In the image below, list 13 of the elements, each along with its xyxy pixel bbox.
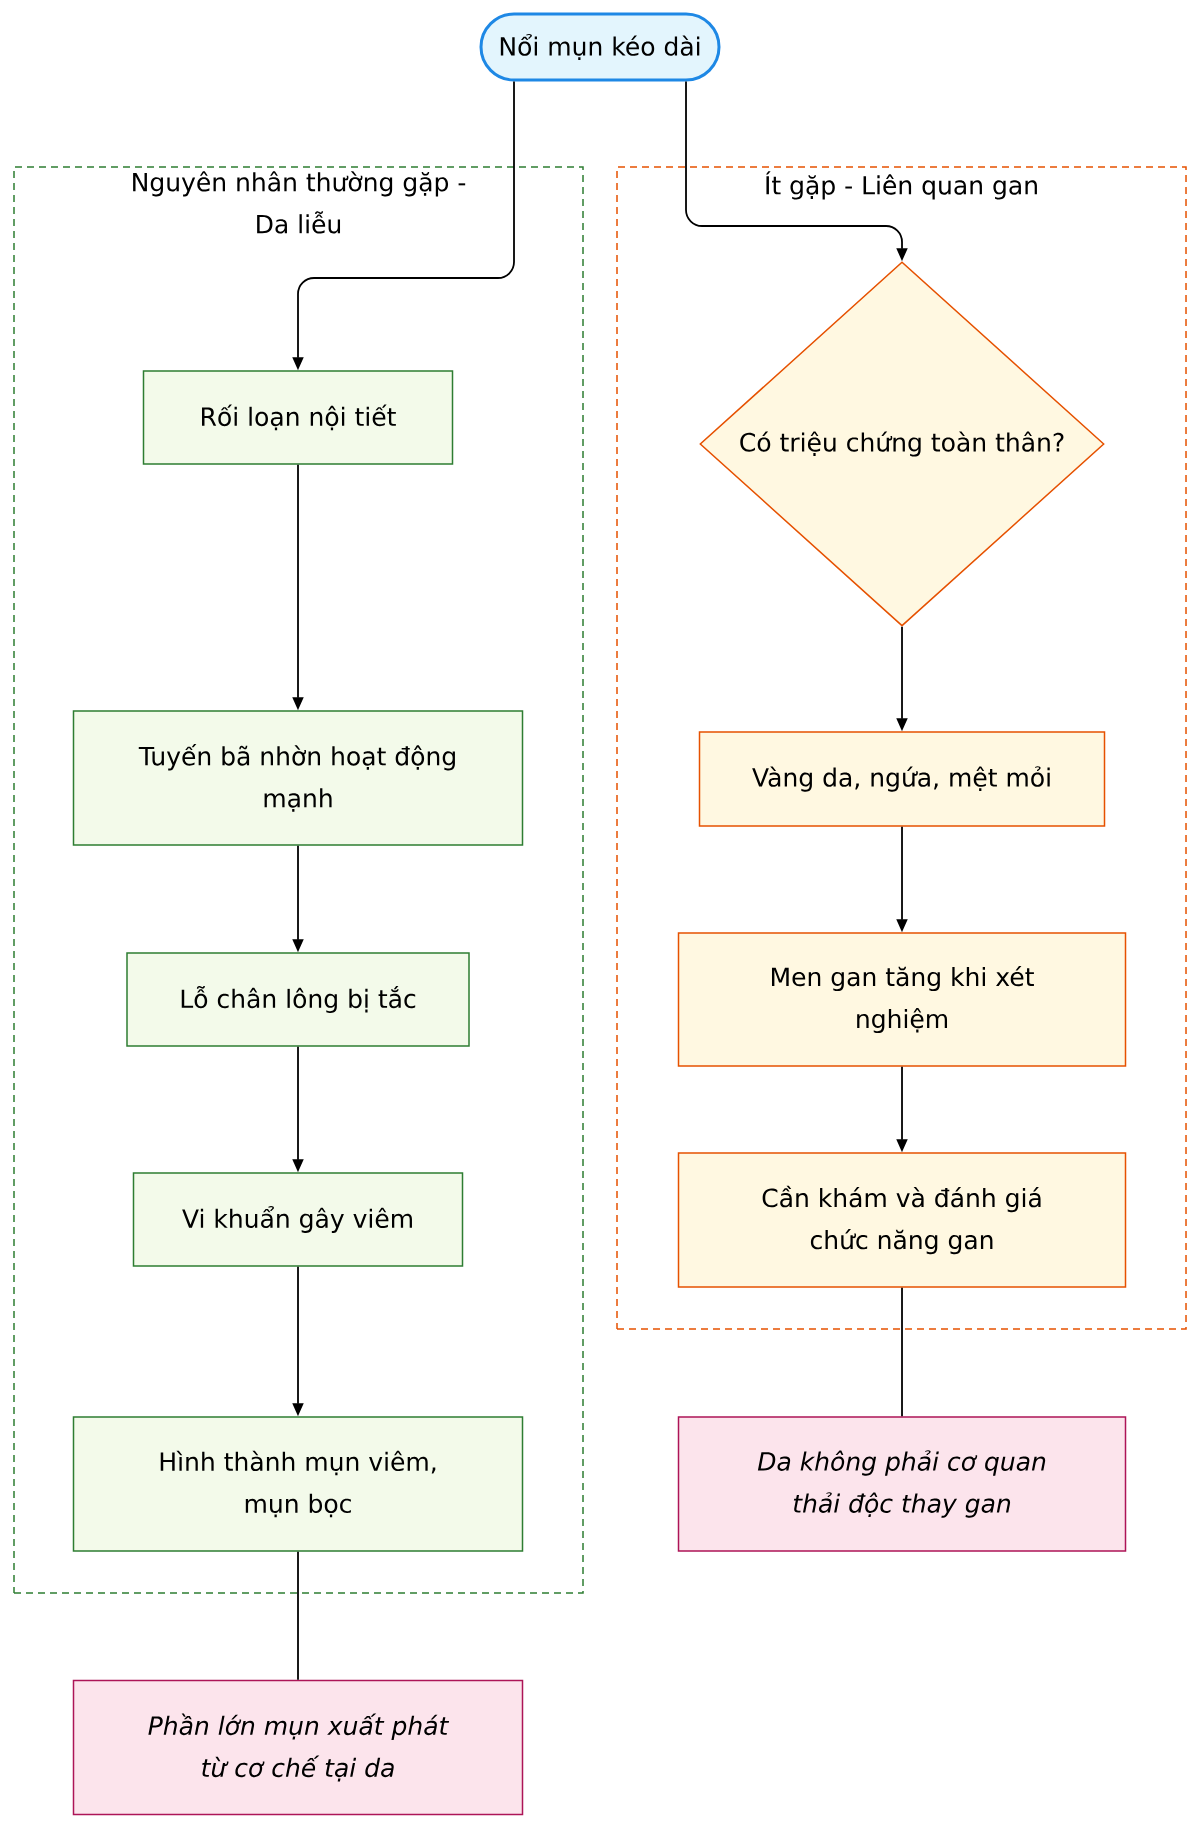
process-box: Hình thành mụn viêm, mụn bọc	[72, 1416, 524, 1552]
conclusion-box: Da không phải cơ quan thải độc thay gan	[677, 1416, 1127, 1552]
rounded-start-box: Nổi mụn kéo dài	[479, 12, 721, 82]
process-box: Vàng da, ngứa, mệt mỏi	[698, 731, 1106, 827]
process-box: Cần khám và đánh giá chức năng gan	[677, 1152, 1127, 1288]
connector-line	[901, 1286, 903, 1418]
process-box: Men gan tăng khi xét nghiệm	[677, 932, 1127, 1067]
process-box: Rối loạn nội tiết	[142, 370, 454, 465]
process-box: Tuyến bã nhờn hoạt động mạnh	[72, 710, 524, 846]
process-box: Vi khuẩn gây viêm	[132, 1172, 464, 1267]
connector-line	[297, 1550, 299, 1681]
process-box: Lỗ chân lông bị tắc	[126, 952, 470, 1047]
conclusion-box: Phần lớn mụn xuất phát từ cơ chế tại da	[72, 1679, 524, 1816]
